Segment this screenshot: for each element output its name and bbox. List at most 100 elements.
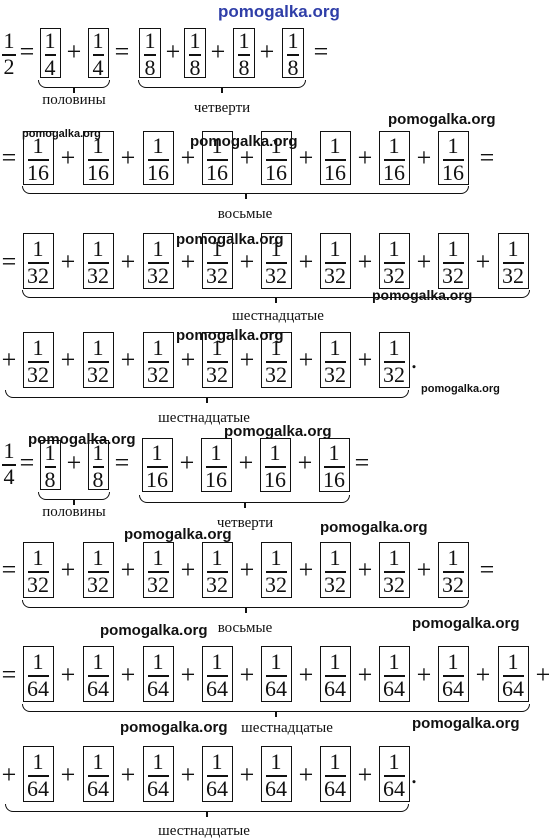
underbrace-label: четверти [193,100,251,116]
underbrace-label: восьмые [217,206,273,222]
underbrace-label: восьмые [217,620,273,636]
fraction-bar [442,571,464,573]
plus-sign: + [298,660,314,689]
fraction-bar [147,262,169,264]
fraction-numerator: 1 [388,749,400,774]
fraction-numerator: 1 [211,335,223,360]
fraction-bar [206,775,228,777]
watermark: pomogalka.org [100,622,208,639]
fraction-denominator: 64 [206,676,228,701]
fraction-bar [265,361,287,363]
fraction-bar [189,54,201,56]
fraction-denominator: 32 [147,362,169,387]
site-header[interactable]: pomogalka.org [218,2,340,21]
equals-sign: = [313,37,329,66]
plus-sign: + [239,345,255,374]
plus-sign: + [239,660,255,689]
fraction-denominator: 16 [147,160,169,185]
fraction-denominator: 64 [147,776,169,801]
plus-sign: + [239,555,255,584]
fraction-numerator: 1 [152,749,164,774]
plus-sign: + [475,660,491,689]
fraction-numerator: 1 [270,749,282,774]
watermark: pomogalka.org [22,128,101,140]
fraction-denominator: 32 [265,362,287,387]
underbrace-tip [275,297,277,303]
fraction-numerator: 1 [211,649,223,674]
fraction-denominator: 8 [44,467,56,492]
watermark: pomogalka.org [412,715,520,732]
fraction-bar [383,262,405,264]
fraction-denominator: 32 [442,572,464,597]
fraction-denominator: 32 [383,362,405,387]
fraction-numerator: 1 [388,545,400,570]
plus-sign: + [165,37,181,66]
plus-sign: + [60,760,76,789]
fraction-denominator: 16 [146,467,168,492]
fraction-denominator: 8 [144,55,156,80]
underbrace-tip [206,811,208,817]
underbrace [38,492,110,505]
fraction-bar [147,571,169,573]
fraction-denominator: 16 [206,160,228,185]
fraction-numerator: 1 [92,749,104,774]
fraction-numerator: 1 [211,236,223,261]
fraction-numerator: 1 [32,335,44,360]
fraction-bar [44,466,56,468]
fraction-bar [146,466,168,468]
plus-sign: + [120,247,136,276]
equals-sign: = [479,143,495,172]
plus-sign: + [416,143,432,172]
fraction-denominator: 32 [442,263,464,288]
fraction-numerator: 1 [3,438,15,463]
plus-sign: + [357,760,373,789]
underbrace-tip [206,397,208,403]
underbrace [5,804,409,817]
fraction-denominator: 16 [324,160,346,185]
plus-sign: + [179,448,195,477]
fraction-numerator: 1 [329,236,341,261]
fraction-denominator: 16 [27,160,49,185]
underbrace [22,600,469,613]
fraction-denominator: 32 [206,263,228,288]
plus-sign: + [60,345,76,374]
fraction-denominator: 64 [265,776,287,801]
fraction-bar [44,54,56,56]
fraction-denominator: 32 [383,572,405,597]
plus-sign: + [535,660,551,689]
fraction-bar [27,159,49,161]
fraction-numerator: 1 [92,440,104,465]
fraction-bar [92,466,104,468]
equals-sign: = [354,448,370,477]
fraction-denominator: 64 [206,776,228,801]
fraction-bar [206,262,228,264]
fraction-bar [383,775,405,777]
underbrace-tip [244,607,247,613]
fraction-denominator: 4 [3,464,15,489]
fraction-bar [87,675,109,677]
fraction-numerator: 1 [144,28,156,53]
fraction-bar [144,54,156,56]
fraction-bar [265,159,287,161]
fraction-denominator: 64 [502,676,524,701]
fraction-denominator: 8 [189,55,201,80]
plus-sign: + [1,345,17,374]
fraction-numerator: 1 [211,133,223,158]
